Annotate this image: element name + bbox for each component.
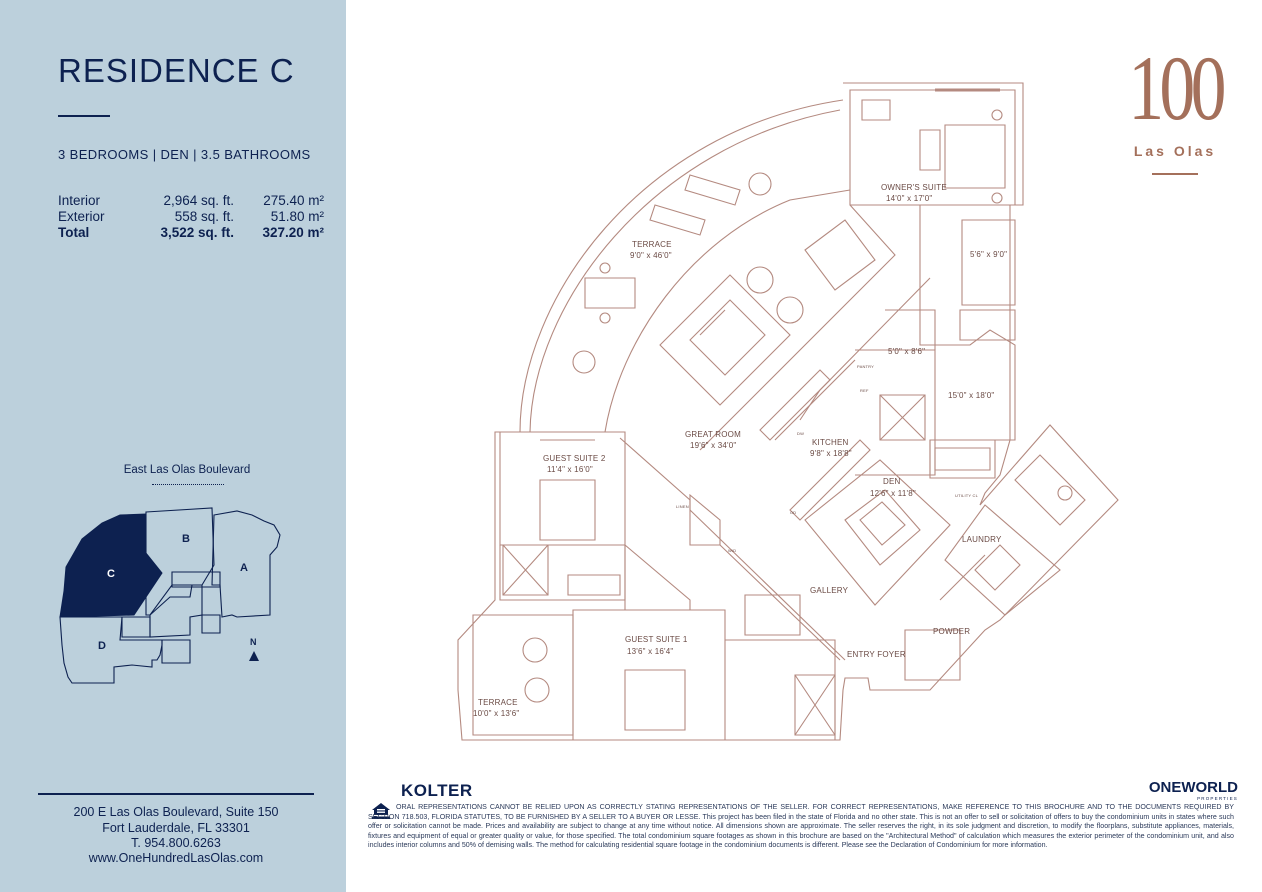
room-dims: 10'0" x 13'6" — [473, 709, 519, 718]
area-label: Interior — [58, 193, 101, 208]
den-walls — [804, 459, 951, 606]
key-unit-c-highlight — [59, 513, 163, 618]
brand-logo-number: 100 — [1128, 37, 1226, 139]
area-sqm: 327.20 m² — [262, 225, 324, 240]
room-dims: 5'0" x 8'6" — [888, 347, 925, 356]
key-core-outline — [121, 616, 151, 638]
room-name: DEN — [883, 477, 901, 486]
room-dims: 9'0" x 46'0" — [630, 251, 672, 260]
room-dims: 13'6" x 16'4" — [627, 647, 673, 656]
area-sqft: 2,964 sq. ft. — [163, 193, 234, 208]
room-name: OWNER'S SUITE — [881, 183, 947, 192]
fixture-label: UTILITY CL — [955, 493, 979, 498]
room-dims: 9'8" x 18'8" — [810, 449, 852, 458]
fixture-label: REF — [860, 388, 869, 393]
area-label: Exterior — [58, 209, 105, 224]
kitchen-island — [759, 369, 831, 441]
room-dims: 19'6" x 34'0" — [690, 441, 736, 450]
street-label: East Las Olas Boulevard — [123, 464, 251, 476]
key-core-outline — [161, 639, 191, 664]
plan-outer-wall — [457, 82, 1119, 741]
key-unit-b-outline — [145, 507, 215, 616]
room-dims: 15'0" x 18'0" — [948, 391, 994, 400]
laundry-walls — [944, 504, 1061, 616]
address-line-1: 200 E Las Olas Boulevard, Suite 150 — [73, 805, 279, 819]
bathtub — [934, 447, 991, 471]
phone: T. 954.800.6263 — [131, 836, 221, 850]
contact-divider — [38, 793, 314, 795]
room-name: TERRACE — [632, 240, 672, 249]
room-name: ENTRY FOYER — [847, 650, 906, 659]
key-plan: B A C D N — [59, 507, 281, 684]
title-divider — [58, 115, 110, 117]
floor-plan: OWNER'S SUITE 14'0" x 17'0" 5'6" x 9'0" … — [457, 82, 1119, 741]
key-label-c: C — [107, 568, 115, 580]
address-line-2: Fort Lauderdale, FL 33301 — [102, 821, 250, 835]
oneworld-logo: ONEWORLD — [1148, 779, 1238, 796]
kolter-logo: KOLTER — [401, 781, 473, 800]
equal-housing-icon — [372, 803, 390, 819]
area-sqm: 275.40 m² — [263, 193, 324, 208]
oneworld-logo-sub: PROPERTIES — [1197, 796, 1238, 801]
room-dims: 11'4" x 16'0" — [547, 465, 593, 474]
key-label-b: B — [182, 533, 190, 545]
key-label-a: A — [240, 562, 248, 574]
key-core-outline — [171, 571, 221, 588]
room-dims: 5'6" x 9'0" — [970, 250, 1007, 259]
residence-title: RESIDENCE C — [58, 52, 295, 89]
area-table: Interior 2,964 sq. ft. 275.40 m² Exterio… — [58, 193, 324, 241]
fixture-label: DW — [797, 431, 804, 436]
key-unit-d-outline — [59, 616, 163, 684]
room-dims: 12'6" x 11'8" — [870, 489, 916, 498]
area-label: Total — [58, 225, 90, 240]
room-name: TERRACE — [478, 698, 518, 707]
fixture-label: W/D — [728, 548, 736, 553]
info-sidebar: RESIDENCE C 3 BEDROOMS | DEN | 3.5 BATHR… — [0, 0, 346, 892]
brand-logo-name: Las Olas — [1133, 143, 1217, 159]
unit-summary: 3 BEDROOMS | DEN | 3.5 BATHROOMS — [58, 147, 311, 162]
street-divider — [152, 484, 224, 485]
north-label: N — [250, 637, 257, 647]
area-row-total: Total 3,522 sq. ft. 327.20 m² — [58, 225, 324, 241]
room-name: KITCHEN — [812, 438, 849, 447]
great-room-wall — [699, 204, 896, 451]
key-unit-a-outline — [211, 510, 281, 618]
brand-divider — [1152, 173, 1198, 175]
room-name: GUEST SUITE 2 — [543, 454, 606, 463]
plan-terrace-outer-inner — [529, 109, 841, 433]
area-sqm: 51.80 m² — [270, 209, 324, 224]
guest-suite-2-walls — [499, 431, 626, 546]
key-core-outline — [201, 614, 221, 634]
website-link[interactable]: www.OneHundredLasOlas.com — [88, 851, 264, 865]
plan-terrace-inner-arc — [604, 189, 851, 433]
north-arrow-icon — [249, 651, 259, 661]
owners-bed — [944, 124, 1006, 189]
plan-terrace-arc — [519, 99, 844, 433]
area-sqft: 558 sq. ft. — [174, 209, 234, 224]
room-name: GUEST SUITE 1 — [625, 635, 688, 644]
great-room-rug — [659, 274, 791, 406]
room-name: GALLERY — [810, 586, 849, 595]
legal-disclaimer: ORAL REPRESENTATIONS CANNOT BE RELIED UP… — [368, 803, 1234, 849]
area-sqft: 3,522 sq. ft. — [160, 225, 234, 240]
area-row-interior: Interior 2,964 sq. ft. 275.40 m² — [58, 193, 324, 209]
room-dims: 14'0" x 17'0" — [886, 194, 932, 203]
key-core-outline — [149, 584, 203, 638]
closet-walls — [961, 219, 1016, 306]
fixture-label: PANTRY — [857, 364, 874, 369]
fixture-label: LINEN — [676, 504, 689, 509]
guest-suite-1-walls — [572, 609, 726, 741]
room-name: POWDER — [933, 627, 970, 636]
key-label-d: D — [98, 640, 106, 652]
fixture-label: OD — [790, 510, 796, 515]
area-row-exterior: Exterior 558 sq. ft. 51.80 m² — [58, 209, 324, 225]
room-name: LAUNDRY — [962, 535, 1002, 544]
room-name: GREAT ROOM — [685, 430, 741, 439]
dining-table — [804, 219, 876, 291]
lower-terrace — [472, 614, 574, 736]
